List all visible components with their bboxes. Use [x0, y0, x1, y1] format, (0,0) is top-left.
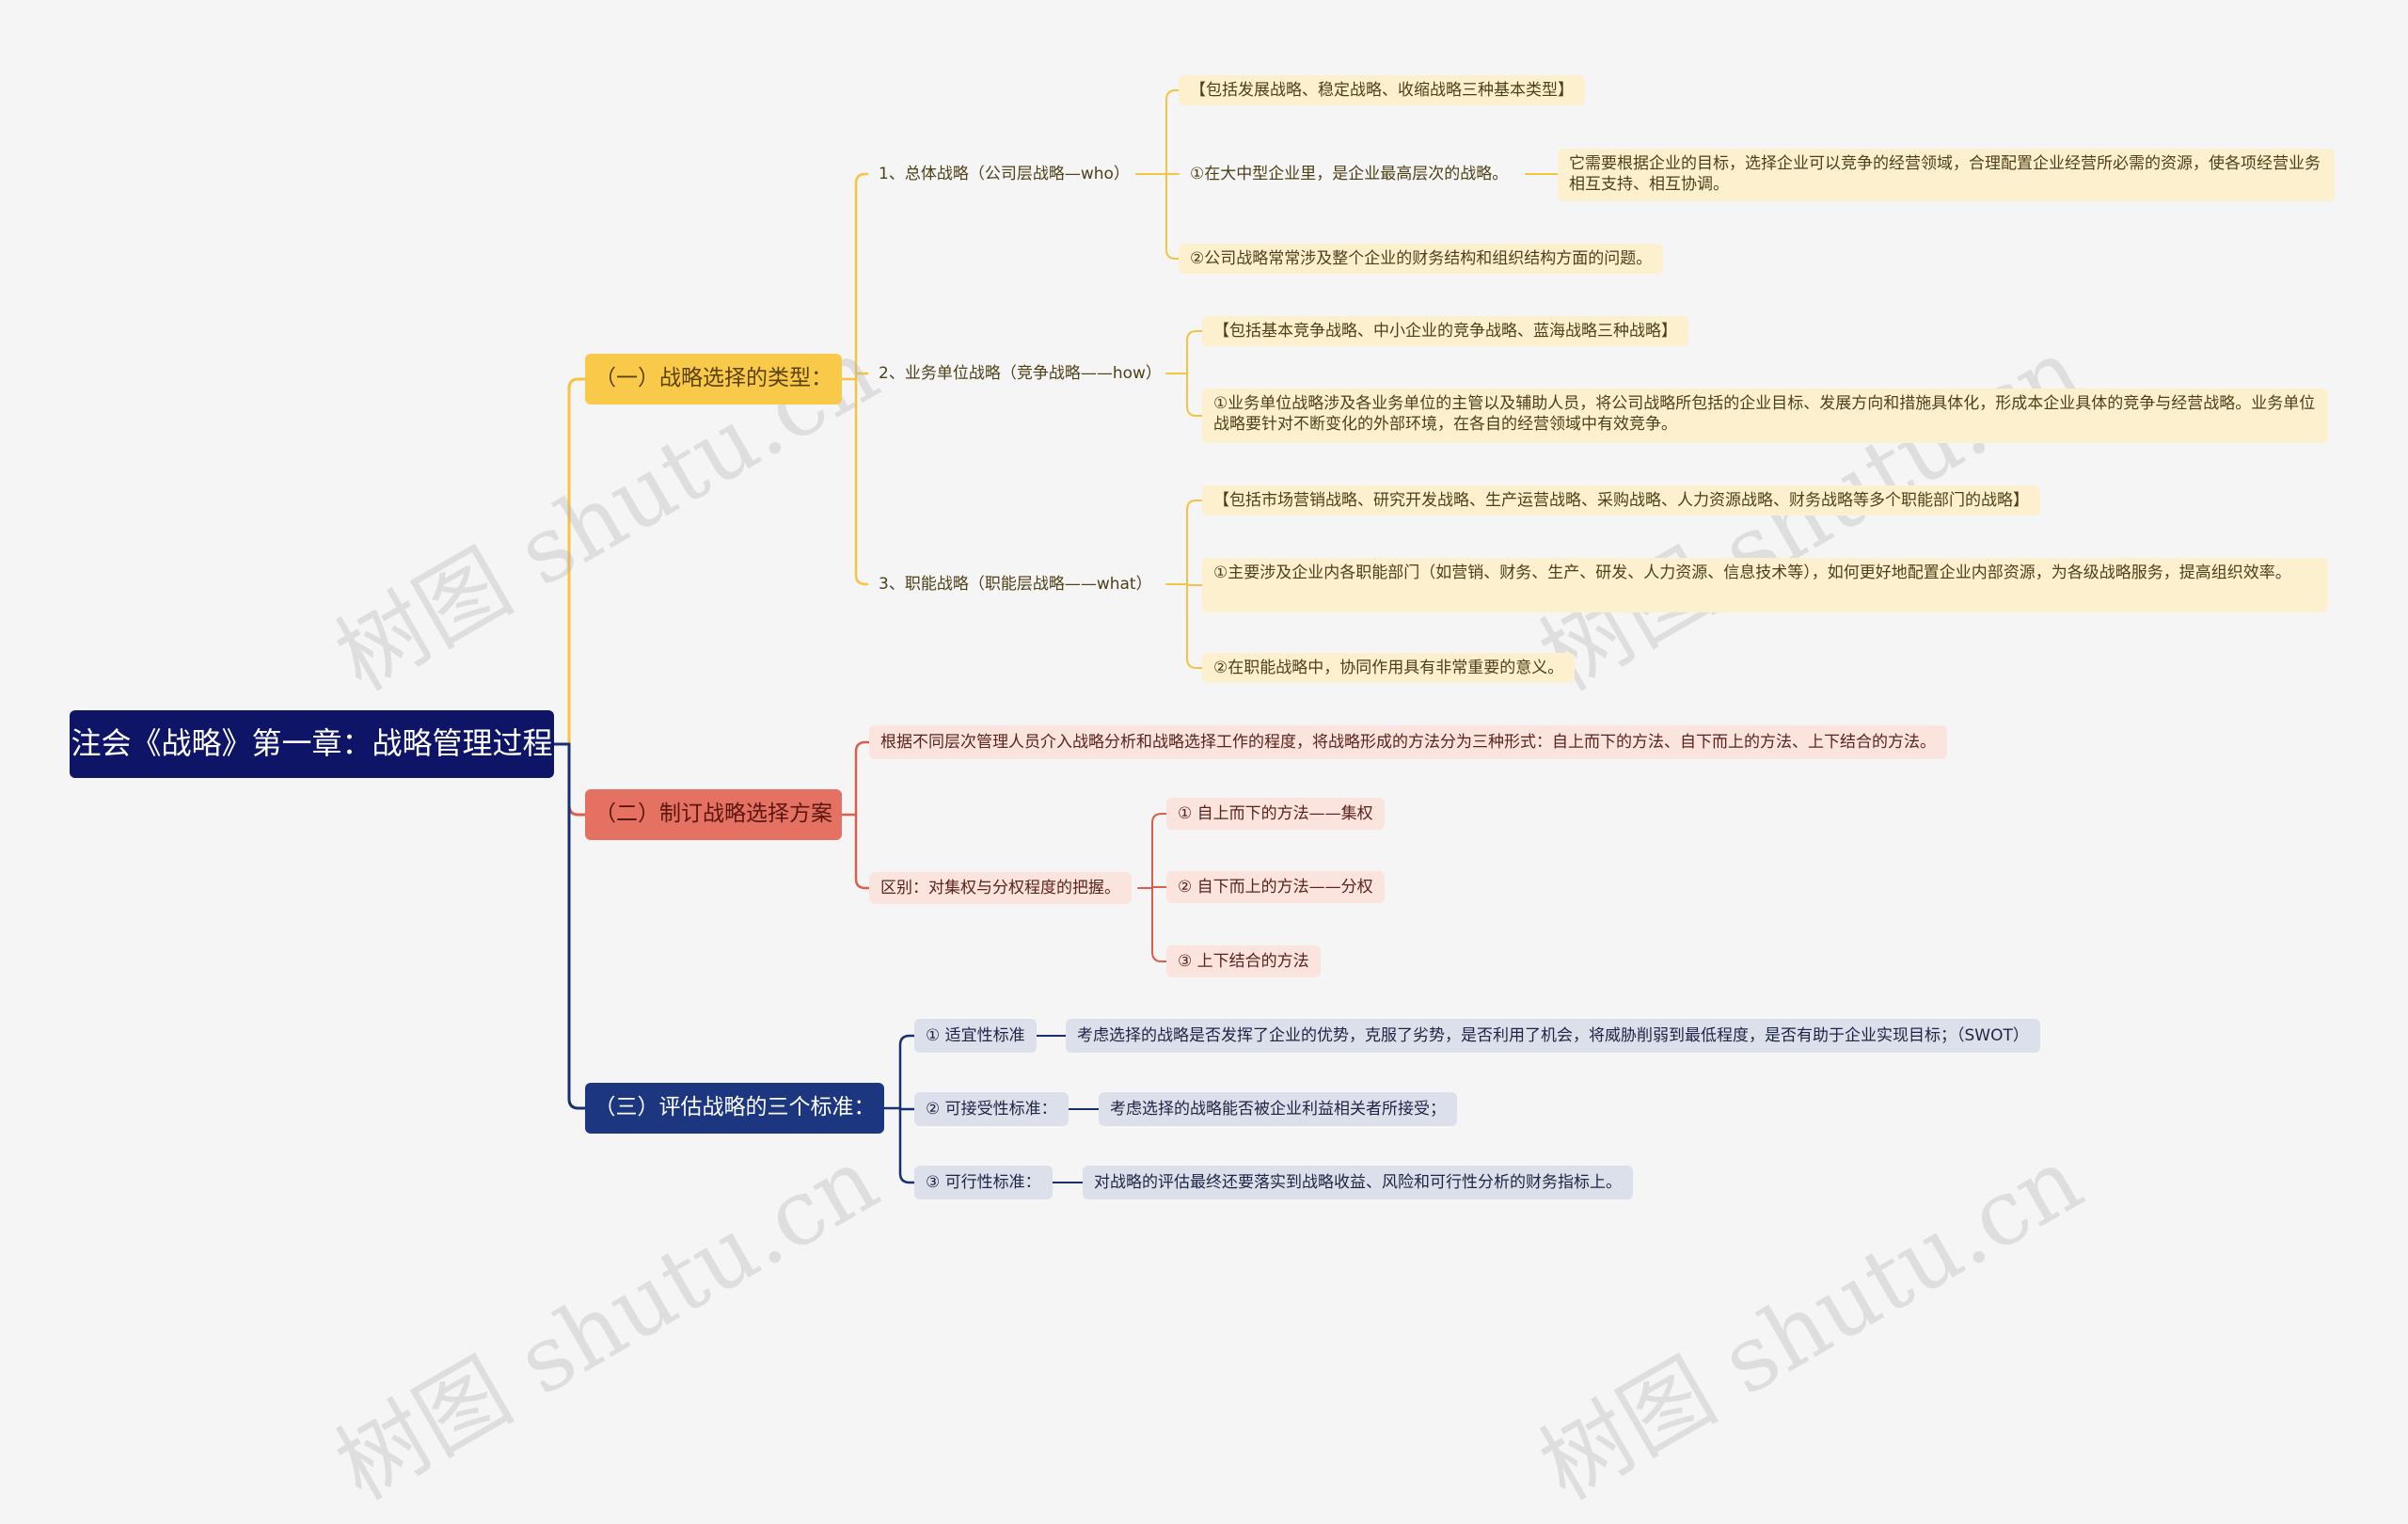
note-formation-methods[interactable]: 根据不同层次管理人员介入战略分析和战略选择工作的程度，将战略形成的方法分为三种形… — [869, 725, 1947, 759]
connector-line — [1151, 887, 1167, 962]
connector-line — [1186, 500, 1203, 585]
criterion-feasibility[interactable]: ③ 可行性标准： — [914, 1166, 1053, 1199]
branch-strategy-types[interactable]: （一）战略选择的类型： — [585, 354, 842, 405]
connector-line — [898, 1034, 916, 1110]
connector-line — [1165, 89, 1180, 175]
connector-line — [854, 740, 871, 817]
note-corporate-types[interactable]: 【包括发展战略、稳定战略、收缩战略三种基本类型】 — [1179, 75, 1585, 105]
criterion-feasibility-detail[interactable]: 对战略的评估最终还要落实到战略收益、风险和可行性分析的财务指标上。 — [1083, 1166, 1633, 1199]
root-topic[interactable]: 注会《战略》第一章：战略管理过程 — [70, 710, 554, 778]
topic-corporate-strategy[interactable]: 1、总体战略（公司层战略—who） — [879, 164, 1130, 183]
connector-line — [1186, 330, 1203, 374]
connector-line — [1165, 173, 1180, 260]
connector-line — [898, 1106, 916, 1184]
connector-line — [552, 742, 587, 1110]
note-corporate-detail[interactable]: 它需要根据企业的目标，选择企业可以竞争的经营领域，合理配置企业经营所必需的资源，… — [1558, 149, 2335, 201]
connector-line — [854, 377, 869, 586]
connector-line — [1186, 373, 1203, 417]
criterion-acceptability-detail[interactable]: 考虑选择的战略能否被企业利益相关者所接受； — [1099, 1092, 1457, 1126]
branch-evaluation-criteria[interactable]: （三）评估战略的三个标准： — [585, 1083, 884, 1134]
note-functional-detail[interactable]: ①主要涉及企业内各职能部门（如营销、财务、生产、研发、人力资源、信息技术等），如… — [1202, 558, 2328, 612]
connector-line — [552, 377, 587, 746]
note-corporate-highest-level[interactable]: ①在大中型企业里，是企业最高层次的战略。 — [1190, 164, 1509, 183]
note-business-types[interactable]: 【包括基本竞争战略、中小企业的竞争战略、蓝海战略三种战略】 — [1202, 316, 1688, 346]
topic-centralization[interactable]: 区别：对集权与分权程度的把握。 — [869, 872, 1132, 904]
note-functional-synergy[interactable]: ②在职能战略中，协同作用具有非常重要的意义。 — [1202, 653, 1576, 683]
criterion-acceptability[interactable]: ② 可接受性标准： — [914, 1092, 1069, 1126]
note-functional-types[interactable]: 【包括市场营销战略、研究开发战略、生产运营战略、采购战略、人力资源战略、财务战略… — [1202, 485, 2040, 516]
note-top-down[interactable]: ① 自上而下的方法——集权 — [1166, 798, 1385, 830]
note-business-detail[interactable]: ①业务单位战略涉及各业务单位的主管以及辅助人员，将公司战略所包括的企业目标、发展… — [1202, 389, 2328, 443]
note-combined[interactable]: ③ 上下结合的方法 — [1166, 945, 1321, 977]
connector-line — [1151, 813, 1167, 889]
connector-line — [854, 172, 869, 381]
connector-line — [854, 813, 871, 890]
connector-line — [1186, 583, 1203, 669]
branch-strategy-options[interactable]: （二）制订战略选择方案 — [585, 789, 842, 840]
connector-lines — [552, 89, 1559, 1184]
note-corporate-structure[interactable]: ②公司战略常常涉及整个企业的财务结构和组织结构方面的问题。 — [1179, 244, 1664, 274]
note-bottom-up[interactable]: ② 自下而上的方法——分权 — [1166, 871, 1385, 903]
criterion-suitability-detail[interactable]: 考虑选择的战略是否发挥了企业的优势，克服了劣势，是否利用了机会，将威胁削弱到最低… — [1066, 1019, 2040, 1053]
criterion-suitability[interactable]: ① 适宜性标准 — [914, 1019, 1037, 1053]
topic-business-unit-strategy[interactable]: 2、业务单位战略（竞争战略——how） — [879, 363, 1162, 383]
topic-functional-strategy[interactable]: 3、职能战略（职能层战略——what） — [879, 574, 1152, 594]
